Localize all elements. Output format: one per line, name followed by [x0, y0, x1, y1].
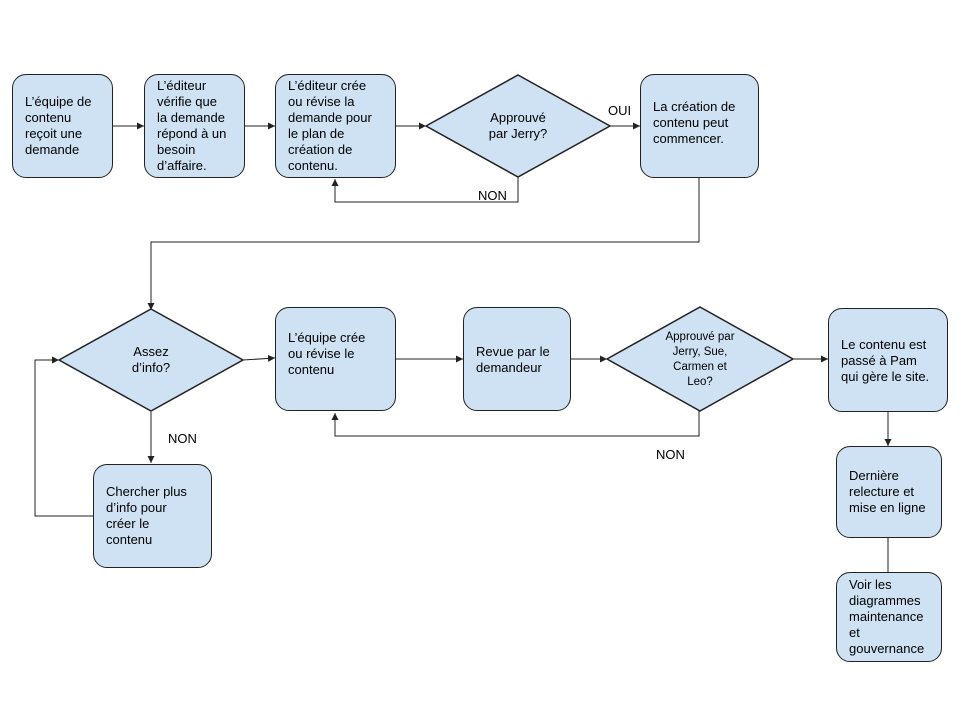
- node-editor-creates-request: L’éditeur crée ou révise la demande pour…: [275, 74, 396, 178]
- decision-label-approved-by-team: Approuvé par Jerry, Sue, Carmen et Leo?: [665, 331, 735, 388]
- edge-d3-n5-no: [331, 410, 700, 437]
- node-label: Dernière relecture et mise en ligne: [849, 468, 926, 515]
- decision-approved-by-jerry: [424, 74, 612, 178]
- node-label: Chercher plus d’info pour créer le conte…: [106, 484, 187, 547]
- edge-label-non-2: NON: [168, 431, 197, 446]
- node-label: La création de contenu peut commencer.: [653, 99, 736, 146]
- edge-d2-n5: [242, 354, 276, 362]
- edge-label-oui: OUI: [608, 103, 632, 118]
- node-team-creates-content: L’équipe crée ou révise le contenu: [275, 307, 396, 411]
- node-see-maintenance-diagrams: Voir les diagrammes maintenance et gouve…: [836, 572, 942, 662]
- node-label: L’équipe de contenu reçoit une demande: [25, 94, 92, 157]
- node-review-by-requester: Revue par le demandeur: [463, 307, 571, 411]
- decision-approved-by-team: [605, 306, 795, 412]
- node-label: L’éditeur vérifie que la demande répond …: [157, 78, 227, 173]
- decision-enough-info: [57, 308, 245, 412]
- edge-n8-d2: [34, 356, 93, 517]
- edge-label-non-1: NON: [478, 188, 507, 203]
- node-final-review-publish: Dernière relecture et mise en ligne: [836, 446, 942, 538]
- edge-label-non-3: NON: [656, 447, 685, 462]
- node-label: Revue par le demandeur: [476, 344, 550, 375]
- node-editor-checks-request: L’éditeur vérifie que la demande répond …: [144, 74, 245, 178]
- edge-n4-d2: [147, 178, 700, 310]
- node-content-passed-to-pam: Le contenu est passé à Pam qui gère le s…: [828, 308, 948, 412]
- decision-label-enough-info: Assez d’info?: [131, 344, 171, 375]
- node-label: L’éditeur crée ou révise la demande pour…: [288, 78, 372, 173]
- decision-label-approved-by-jerry: Approuvé par Jerry?: [488, 110, 548, 141]
- node-find-more-info: Chercher plus d’info pour créer le conte…: [93, 464, 212, 568]
- node-content-team-receives-request: L’équipe de contenu reçoit une demande: [12, 74, 113, 178]
- node-content-creation-can-start: La création de contenu peut commencer.: [640, 74, 759, 178]
- node-label: L’équipe crée ou révise le contenu: [288, 330, 366, 377]
- node-label: Voir les diagrammes maintenance et gouve…: [849, 577, 925, 656]
- node-label: Le contenu est passé à Pam qui gère le s…: [841, 337, 930, 384]
- edge-d1-n3-no: [331, 176, 519, 203]
